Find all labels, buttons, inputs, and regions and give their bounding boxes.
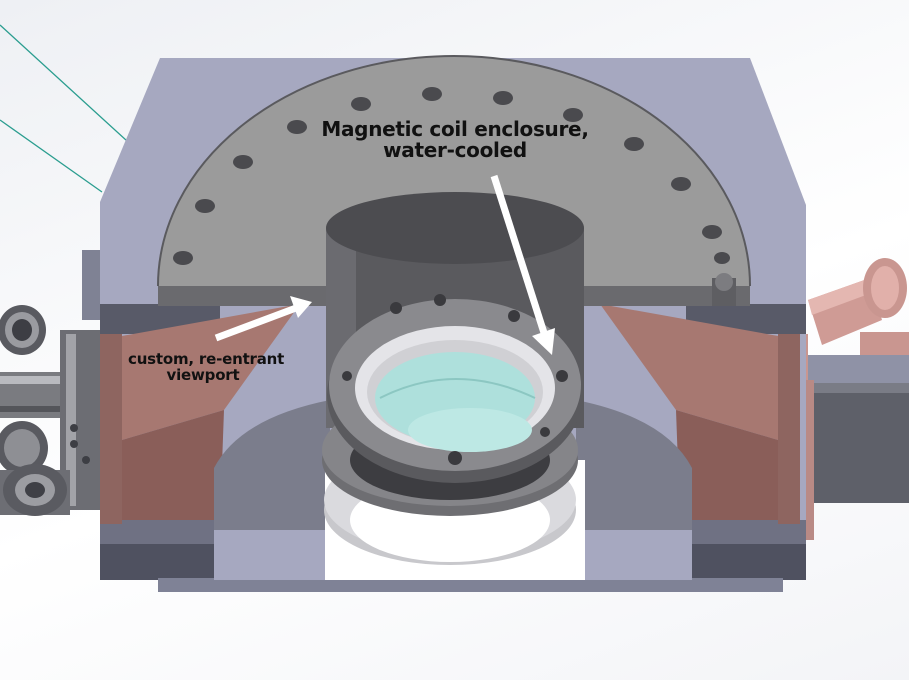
copper-liners xyxy=(100,304,800,524)
arrow-to-viewport xyxy=(214,296,312,342)
guide-lines xyxy=(0,24,151,193)
bolt-holes xyxy=(173,87,730,265)
viewport-label-line1: custom, re-entrant xyxy=(128,350,285,368)
annotation-arrows xyxy=(214,174,555,355)
coil-label-line1: Magnetic coil enclosure, xyxy=(321,117,589,141)
coil-enclosure-label: Magnetic coil enclosure, water-cooled xyxy=(300,119,610,161)
coil-label-line2: water-cooled xyxy=(383,138,527,162)
viewport-label-line2: viewport xyxy=(166,365,240,384)
left-vacuum-fittings xyxy=(0,250,102,516)
arrow-to-coil xyxy=(490,174,555,355)
viewport-assembly xyxy=(327,294,583,483)
viewport-label: custom, re-entrant viewport xyxy=(128,350,285,384)
